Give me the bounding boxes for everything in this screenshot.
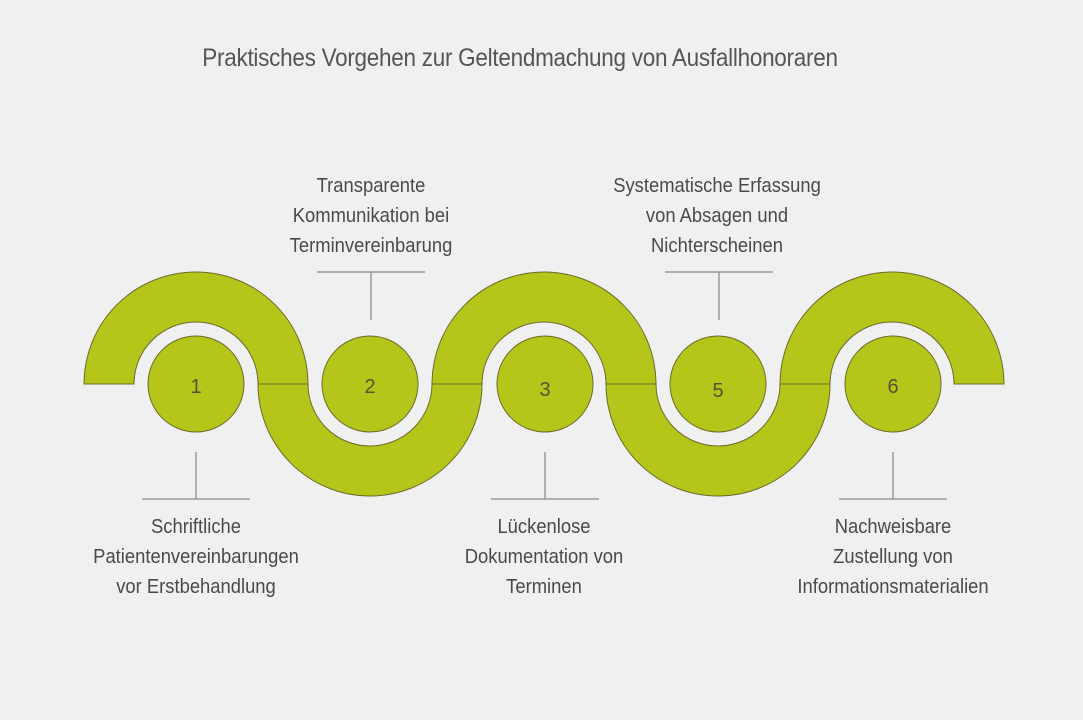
step-number-3: 3 — [539, 379, 550, 401]
wave-segment-5 — [779, 271, 1005, 385]
wave-segment-3 — [431, 271, 657, 385]
connector-step-6 — [839, 452, 947, 500]
step-circle-1 — [147, 335, 245, 433]
step-label-6: Nachweisbare Zustellung von Informations… — [797, 516, 989, 598]
step-number-1: 1 — [190, 376, 201, 398]
connector-step-2 — [317, 271, 425, 320]
connector-step-5 — [665, 271, 773, 320]
step-label-2: Transparente Kommunikation bei Terminver… — [289, 175, 453, 257]
step-circle-3 — [496, 335, 594, 433]
step-circle-6 — [844, 335, 942, 433]
step-circle-5 — [669, 335, 767, 433]
step-number-5: 5 — [712, 380, 723, 402]
wave-segment-4 — [605, 383, 831, 497]
wave-segment-2 — [257, 383, 483, 497]
diagram-title: Praktisches Vorgehen zur Geltendmachung … — [202, 44, 838, 72]
step-label-5: Systematische Erfassung von Absagen und … — [613, 175, 821, 257]
connector-step-1 — [142, 452, 250, 500]
wave-segment-1 — [83, 271, 309, 385]
step-number-6: 6 — [887, 376, 898, 398]
step-label-3: Lückenlose Dokumentation von Terminen — [464, 516, 624, 598]
connector-step-3 — [491, 452, 599, 500]
step-circle-2 — [321, 335, 419, 433]
step-label-1: Schriftliche Patientenvereinbarungen vor… — [93, 516, 299, 598]
step-number-2: 2 — [364, 376, 375, 398]
